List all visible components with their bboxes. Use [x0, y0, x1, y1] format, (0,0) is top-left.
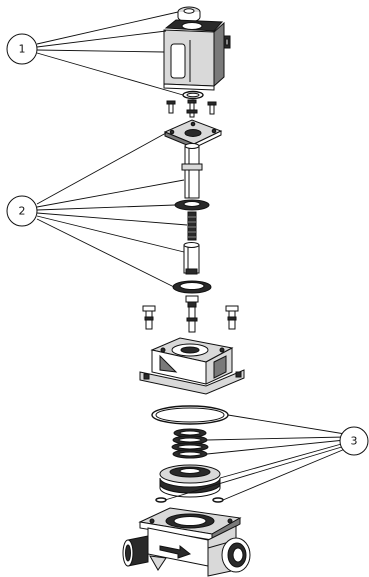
- callout-3-label: 3: [351, 435, 358, 448]
- main-spring: [171, 428, 209, 459]
- callout-1-label: 1: [19, 43, 26, 56]
- callout-2-label: 2: [19, 205, 26, 218]
- callout-2: 2: [6, 195, 38, 227]
- tube-flange: [163, 119, 223, 149]
- callout-3: 3: [339, 426, 369, 456]
- valve-cover: [139, 337, 245, 395]
- leaders-callout-1: [36, 11, 184, 96]
- body-o-ring: [172, 280, 212, 294]
- solenoid-coil: [163, 19, 231, 91]
- armature-tube: [181, 143, 203, 199]
- cover-screws: [166, 99, 217, 118]
- plunger: [183, 242, 200, 275]
- tube-washer: [174, 199, 210, 211]
- leaders-callout-2: [36, 132, 188, 288]
- large-o-ring: [151, 405, 229, 425]
- diaphragm: [159, 464, 221, 498]
- valve-body: [122, 507, 251, 577]
- leaders-callout-3: [164, 414, 346, 501]
- plunger-spring: [187, 211, 197, 241]
- pilot-screws: [142, 295, 239, 333]
- coil-o-ring: [182, 90, 204, 100]
- callout-1: 1: [6, 33, 38, 65]
